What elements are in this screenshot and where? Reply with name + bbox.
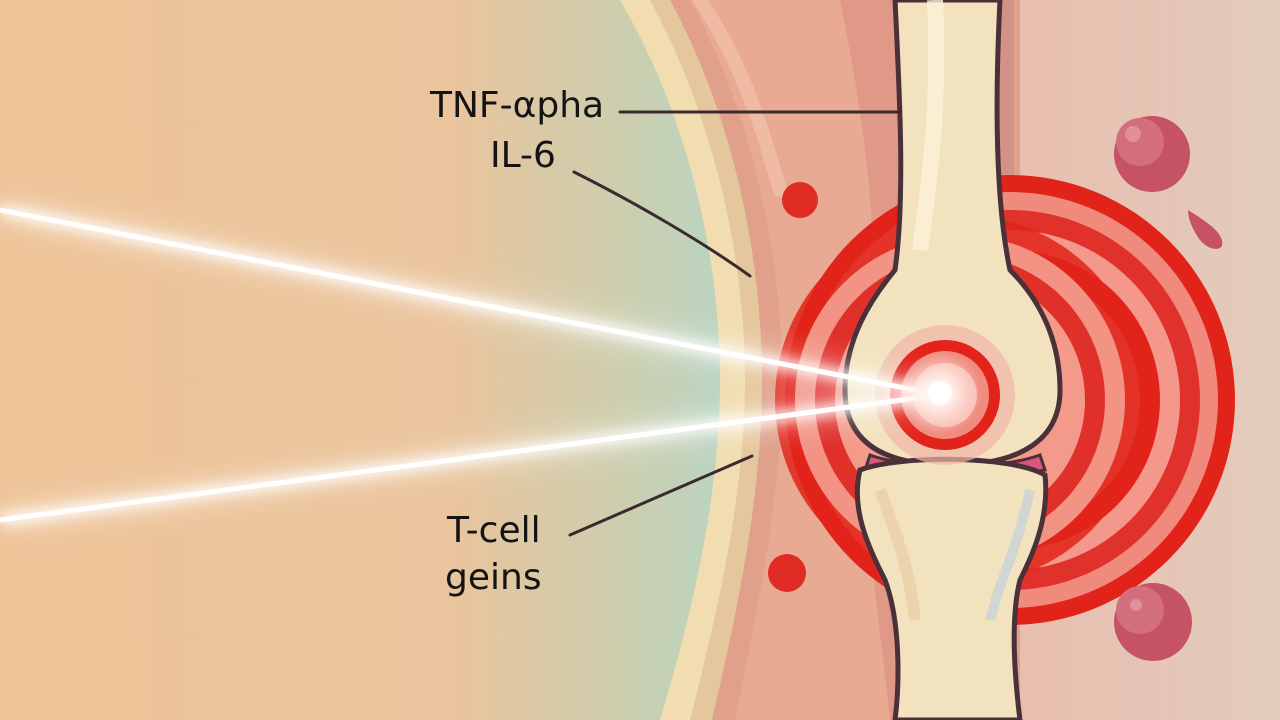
blood-cells	[768, 116, 1223, 661]
label-geins: geins	[445, 557, 542, 598]
label-tnf-alpha: TNF-αpha	[430, 85, 605, 126]
laser-beams	[0, 197, 982, 533]
lower-bone	[854, 456, 1049, 720]
label-il6: IL-6	[490, 135, 556, 176]
leader-lines	[568, 110, 902, 537]
leader-line-tcell	[568, 454, 754, 537]
leader-line-il6	[572, 170, 752, 278]
label-t-cell: T-cell	[447, 510, 541, 551]
red-blood-cell	[1114, 116, 1190, 192]
blood-droplet	[1188, 210, 1223, 249]
red-blood-cell	[1114, 583, 1192, 661]
